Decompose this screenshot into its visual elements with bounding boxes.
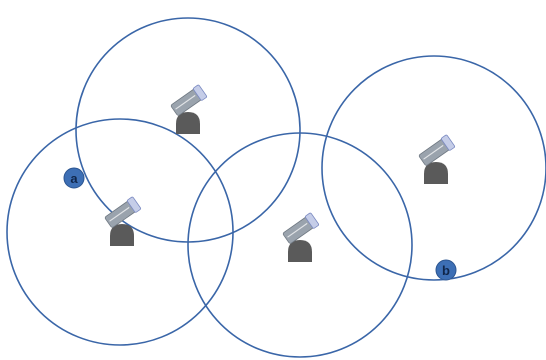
marker-a-label: a: [70, 171, 78, 186]
coverage-range-3: [187, 132, 413, 358]
marker-b-label: b: [442, 263, 450, 278]
coverage-range-2: [6, 118, 234, 346]
security-camera-icon: [169, 83, 208, 135]
marker-a: a: [63, 167, 85, 189]
coverage-range-4: [321, 55, 546, 281]
marker-b: b: [435, 259, 457, 281]
security-camera-icon: [417, 133, 456, 185]
security-camera-icon: [281, 211, 320, 263]
